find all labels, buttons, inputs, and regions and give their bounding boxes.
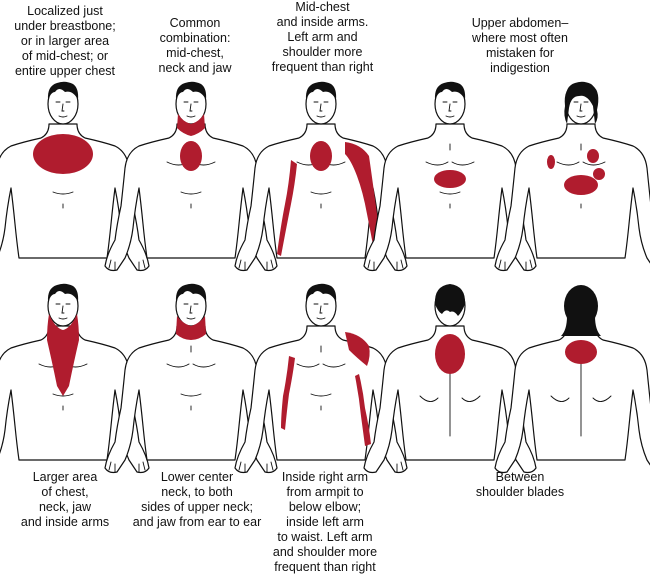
figure-1-breastbone bbox=[0, 81, 150, 272]
pain-area-neck-jaw bbox=[177, 114, 205, 136]
pain-area-between-shoulder-blades bbox=[565, 340, 597, 364]
pain-area-right-arm bbox=[277, 160, 297, 256]
figure-6-larger-area bbox=[0, 283, 150, 474]
caption-between-shoulder-blades: Between shoulder blades bbox=[475, 470, 565, 499]
pain-area-right-side bbox=[547, 155, 555, 169]
pain-area-left-chest bbox=[587, 149, 599, 163]
pain-area-left-arm bbox=[355, 374, 371, 446]
figure-9-back bbox=[363, 284, 537, 474]
caption-larger-area-chest: Larger area of chest, neck, jaw and insi… bbox=[20, 470, 110, 529]
pain-area-left-side bbox=[593, 168, 605, 180]
pain-area-neck-chest bbox=[47, 314, 79, 396]
caption-upper-abdomen: Upper abdomen– where most often mistaken… bbox=[471, 16, 569, 75]
figure-7-lower-neck-jaw bbox=[104, 283, 278, 474]
caption-localized-breastbone: Localized just under breastbone; or in l… bbox=[14, 4, 116, 78]
caption-lower-center-neck: Lower center neck, to both sides of uppe… bbox=[132, 470, 262, 529]
pain-area-lower-neck-jaw bbox=[176, 316, 206, 340]
caption-mid-chest-neck-jaw: Common combination: mid-chest, neck and … bbox=[158, 16, 232, 75]
figure-3-chest-arms bbox=[234, 81, 408, 272]
caption-mid-chest-inside-arms: Mid-chest and inside arms. Left arm and … bbox=[271, 0, 374, 74]
pain-area-between-shoulder-blades bbox=[435, 334, 465, 374]
pain-area-upper-abdomen bbox=[564, 175, 598, 195]
pain-area-upper-abdomen bbox=[434, 170, 466, 188]
figure-8-arms-shoulder bbox=[234, 283, 408, 474]
figure-2-chest-neck-jaw bbox=[104, 81, 278, 272]
pain-area-left-arm-shoulder bbox=[345, 142, 383, 256]
figure-4-upper-abdomen bbox=[363, 81, 537, 272]
pain-area-left-shoulder bbox=[345, 332, 370, 366]
pain-area-chest bbox=[33, 134, 93, 174]
pain-area-mid-chest bbox=[180, 141, 202, 171]
figure-5-woman-upper-abdomen bbox=[494, 81, 650, 272]
figure-10-woman-back bbox=[494, 285, 650, 474]
pain-area-right-arm bbox=[281, 356, 295, 430]
pain-area-mid-chest bbox=[310, 141, 332, 171]
caption-inside-arms-shoulder: Inside right arm from armpit to below el… bbox=[272, 470, 378, 574]
